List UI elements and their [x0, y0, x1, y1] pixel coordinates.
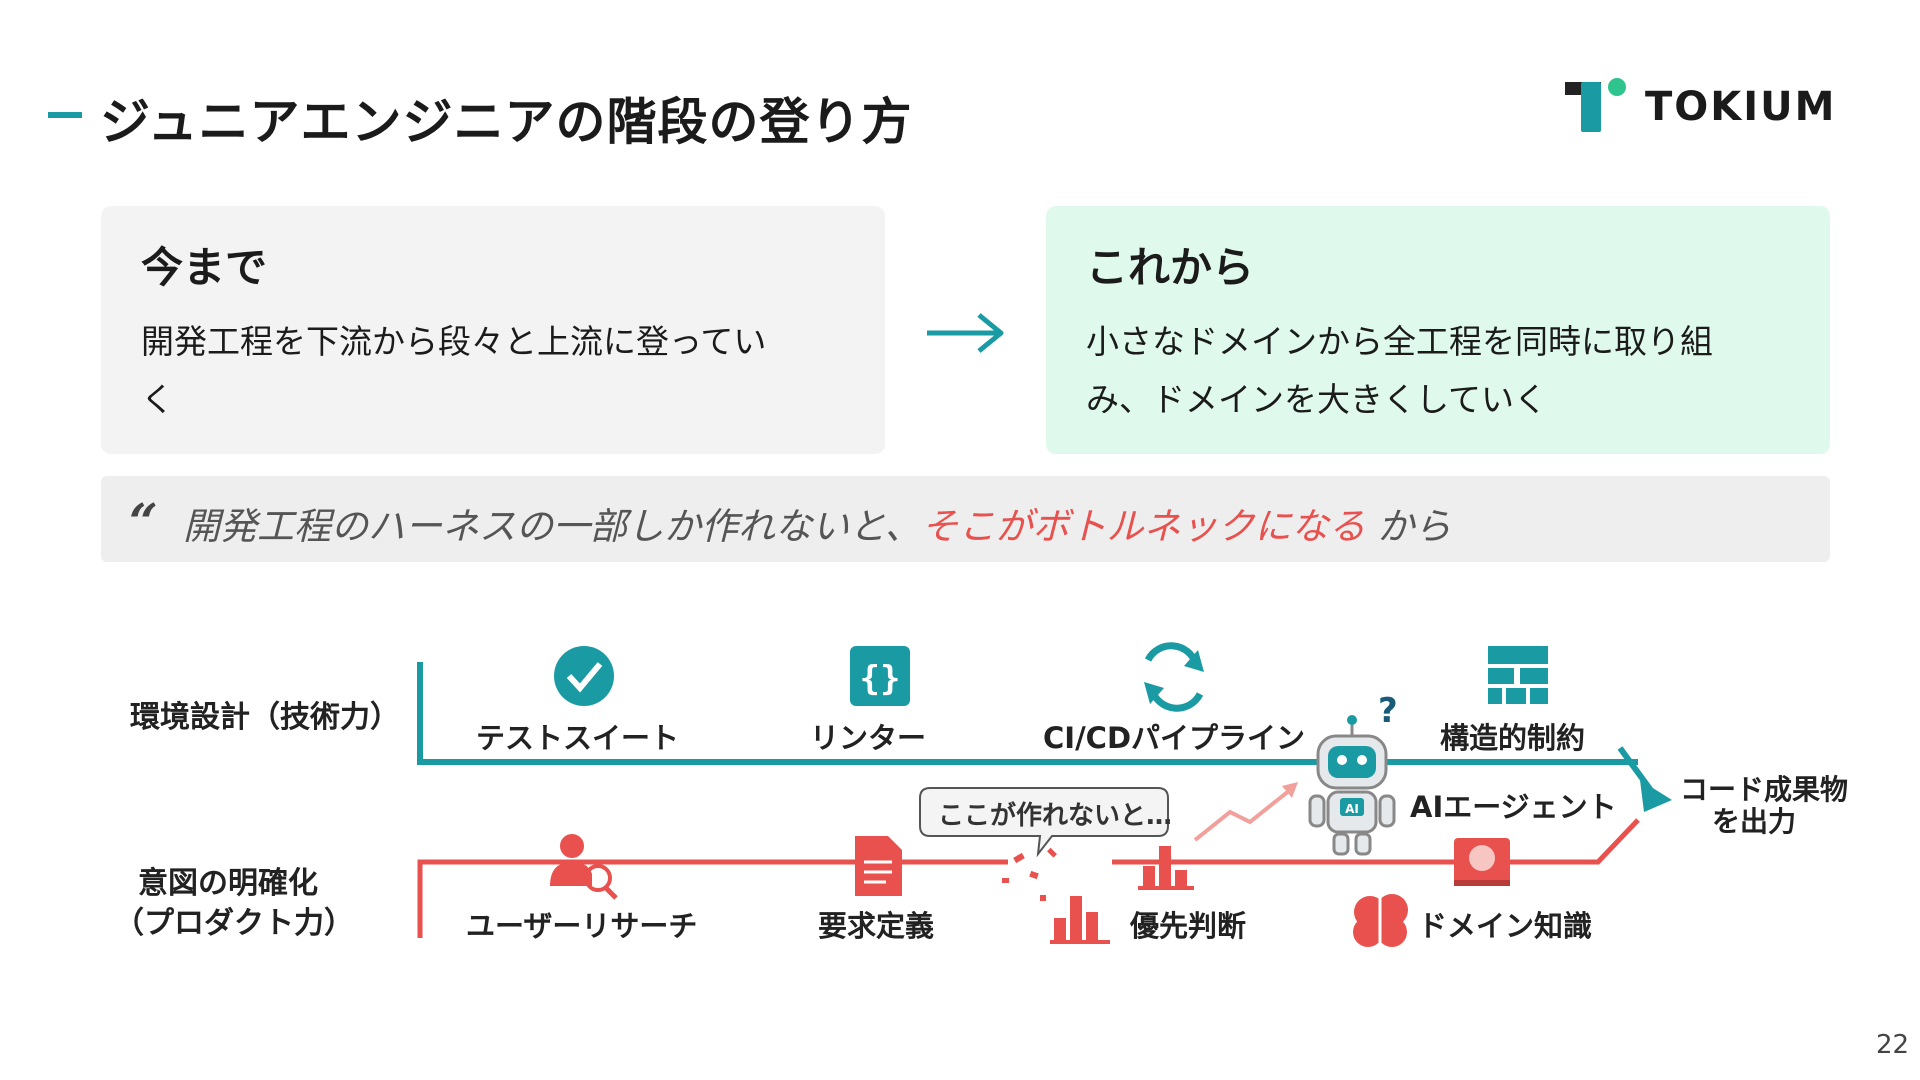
- trend-arrow: [1193, 788, 1292, 842]
- tokium-logo: TOKIUM: [1565, 78, 1845, 136]
- node-structural-constraints: 構造的制約: [1440, 721, 1586, 755]
- svg-text:{}: {}: [860, 659, 901, 699]
- before-card-title: 今まで: [141, 243, 268, 292]
- teal-arrowhead: [1640, 780, 1672, 812]
- blocks-icon: [1488, 646, 1548, 704]
- bar-chart-icon-top: [1138, 846, 1194, 890]
- node-user-research: ユーザーリサーチ: [466, 909, 698, 943]
- row2-label-line1: 意図の明確化: [138, 866, 318, 901]
- output-label-line1: コード成果物: [1680, 773, 1849, 806]
- before-card-line1: 開発工程を下流から段々と上流に登ってい: [141, 322, 767, 361]
- robot-badge: AI: [1345, 802, 1359, 816]
- bar-chart-icon-bottom: [1050, 896, 1110, 944]
- node-linter: リンター: [810, 721, 927, 755]
- row2-label-line2: （プロダクト力）: [114, 906, 354, 941]
- title-accent-bar: [48, 112, 82, 118]
- after-card-body: 小さなドメインから全工程を同時に取り組 み、ドメインを大きくしていく: [1086, 313, 1790, 429]
- quote-text-after: から: [1365, 505, 1452, 548]
- before-card-body: 開発工程を下流から段々と上流に登ってい く: [141, 313, 845, 429]
- tokium-logo-mark-icon: [1565, 78, 1626, 132]
- teal-track: [417, 662, 1638, 765]
- quote-highlight: そこがボトルネックになる: [921, 505, 1366, 548]
- quote-text: 開発工程のハーネスの一部しか作れないと、そこがボトルネックになる から: [183, 496, 1451, 550]
- speech-bubble: [919, 787, 1169, 858]
- robot-icon: [1308, 715, 1396, 856]
- logo-text: TOKIUM: [1645, 84, 1837, 130]
- agent-label: AIエージェント: [1410, 790, 1617, 824]
- broken-link-icon: [1002, 847, 1057, 901]
- after-card-title: これから: [1086, 243, 1255, 292]
- before-card-line2: く: [141, 380, 174, 419]
- node-requirements: 要求定義: [818, 909, 935, 943]
- node-domain-knowledge: ドメイン知識: [1418, 909, 1593, 943]
- after-card: これから 小さなドメインから全工程を同時に取り組 み、ドメインを大きくしていく: [1046, 206, 1830, 454]
- harness-diagram: {} ? AI: [417, 642, 1672, 947]
- quote-mark-icon: “: [129, 492, 158, 551]
- arrow-right-icon: [927, 313, 1004, 353]
- node-prioritization: 優先判断: [1130, 909, 1247, 943]
- before-card: 今まで 開発工程を下流から段々と上流に登ってい く: [101, 206, 885, 454]
- after-card-line2: み、ドメインを大きくしていく: [1086, 380, 1548, 419]
- after-card-line1: 小さなドメインから全工程を同時に取り組: [1086, 322, 1713, 361]
- check-circle-icon: [554, 646, 614, 706]
- red-track-right: [1112, 818, 1640, 865]
- bubble-text: ここが作れないと…: [938, 801, 1173, 831]
- node-test-suite: テストスイート: [476, 721, 680, 755]
- document-icon: [855, 836, 902, 896]
- quote-box: “ 開発工程のハーネスの一部しか作れないと、そこがボトルネックになる から: [101, 476, 1830, 562]
- braces-icon: {}: [850, 646, 910, 706]
- red-track-left: [417, 859, 1008, 938]
- quote-text-before: 開発工程のハーネスの一部しか作れないと、: [183, 505, 922, 548]
- sync-icon: [1144, 642, 1204, 712]
- brain-icon: [1353, 894, 1408, 947]
- brain-book-icon: [1454, 838, 1510, 886]
- row1-label: 環境設計（技術力）: [130, 700, 400, 735]
- robot-question-mark: ?: [1378, 691, 1398, 731]
- node-cicd: CI/CDパイプライン: [1043, 721, 1306, 755]
- page-number: 22: [1876, 1030, 1910, 1060]
- output-label-line2: を出力: [1712, 805, 1797, 838]
- page-title: ジュニアエンジニアの階段の登り方: [100, 93, 913, 151]
- user-search-icon: [550, 834, 618, 900]
